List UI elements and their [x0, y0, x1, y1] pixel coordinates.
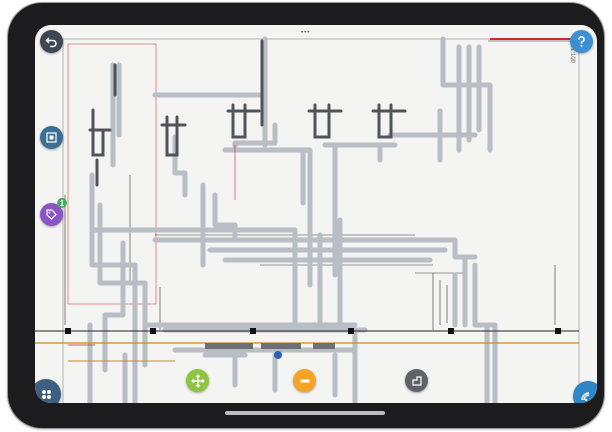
drag-handle-dots[interactable]: •••	[301, 30, 311, 36]
connectivity-button[interactable]	[573, 381, 597, 403]
move-tool-button[interactable]	[186, 369, 209, 392]
tag-icon	[46, 209, 57, 220]
corner-shape-icon	[411, 375, 422, 386]
move-arrows-icon	[190, 373, 205, 388]
undo-arrow-icon	[45, 37, 57, 48]
minus-tool-button[interactable]	[293, 369, 316, 392]
home-indicator[interactable]	[225, 411, 385, 415]
grid-menu-button[interactable]	[35, 379, 61, 403]
help-button[interactable]	[570, 30, 593, 53]
undo-button[interactable]	[40, 30, 63, 53]
drawing-viewport[interactable]: 1:100 ••• 1	[35, 25, 597, 403]
question-mark-icon	[578, 36, 585, 47]
grid-menu-icon	[42, 390, 51, 399]
tag-count-badge: 1	[57, 198, 67, 208]
frame-select-icon	[46, 132, 57, 143]
corner-tool-button[interactable]	[405, 369, 428, 392]
signal-waves-icon	[581, 392, 590, 402]
tag-button[interactable]	[40, 203, 63, 226]
piping-drawing-canvas[interactable]	[35, 25, 597, 403]
frame-select-button[interactable]	[40, 126, 63, 149]
minus-icon	[300, 379, 309, 382]
